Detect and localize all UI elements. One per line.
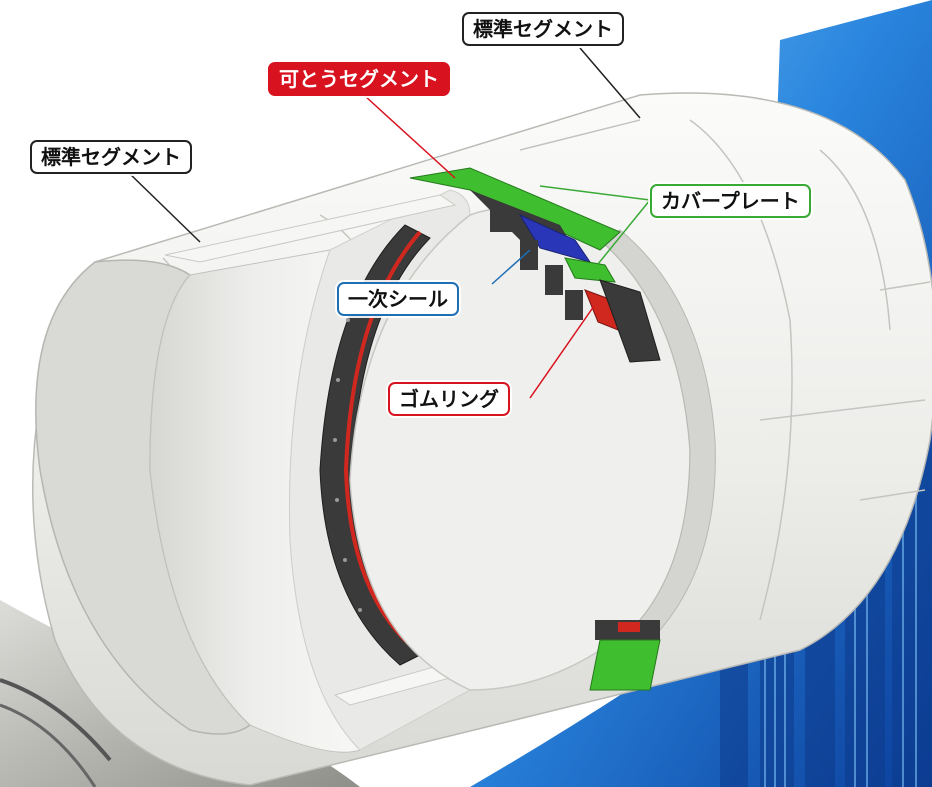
label-rubber-ring: ゴムリング xyxy=(388,382,510,416)
label-standard-segment-top: 標準セグメント xyxy=(462,12,624,46)
flexible-segment-ring xyxy=(319,167,716,691)
label-standard-segment-left: 標準セグメント xyxy=(30,140,192,174)
leader-lines xyxy=(127,47,651,399)
label-primary-seal: 一次シール xyxy=(337,282,459,316)
label-flexible-segment: 可とうセグメント xyxy=(268,62,450,96)
label-cover-plate: カバープレート xyxy=(650,184,811,218)
